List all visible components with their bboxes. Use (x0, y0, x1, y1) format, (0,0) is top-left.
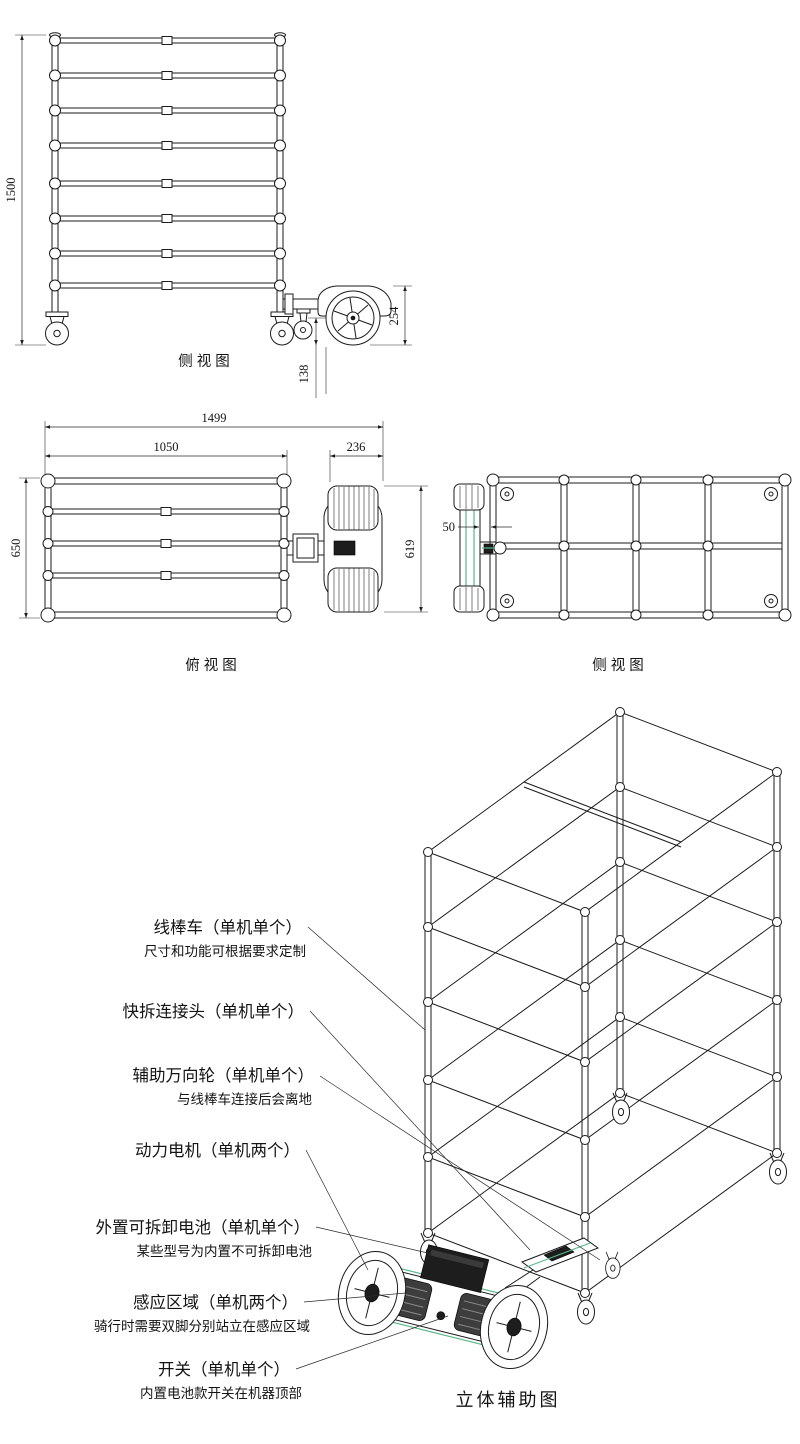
dim-619-label: 619 (403, 540, 417, 559)
iso-view: 线棒车（单机单个） 尺寸和功能可根据要求定制 快拆连接头（单机单个） 辅助万向轮… (94, 707, 787, 1410)
dim-50-label: 50 (443, 520, 456, 534)
dim-total-length: 1499 (44, 411, 384, 481)
coupler-pin (493, 541, 507, 555)
dim-254-label: 254 (387, 306, 401, 326)
callout-switch-title: 开关（单机单个） (158, 1360, 290, 1379)
side-view-caption: 侧视图 (178, 353, 234, 370)
callout-switch-sub: 内置电池款开关在机器顶部 (140, 1386, 302, 1401)
iso-hoverboard (337, 1244, 549, 1370)
dim-1050-label: 1050 (154, 440, 179, 454)
callout-coupler-title: 快拆连接头（单机单个） (123, 1002, 305, 1021)
motor-body-end (459, 495, 481, 601)
dim-ground-clearance: 138 (297, 317, 327, 398)
dim-138-label: 138 (297, 365, 311, 384)
drive-unit-side (283, 285, 392, 346)
callout-battery-title: 外置可拆卸电池（单机单个） (96, 1218, 311, 1237)
dim-rack-length: 1050 (45, 440, 288, 474)
dim-1500-label: 1500 (4, 178, 18, 203)
dim-motor-length: 236 (329, 440, 383, 482)
drive-wheel-right (479, 1284, 549, 1370)
dim-overall-height: 1500 (4, 34, 46, 346)
callout-sensor-sub: 骑行时需要双脚分别站立在感应区域 (94, 1318, 310, 1334)
dim-rack-width: 650 (9, 477, 40, 619)
dim-236-label: 236 (347, 440, 366, 454)
end-view-caption: 侧视图 (592, 657, 648, 674)
drive-unit-top (287, 485, 383, 613)
callout-caster-sub: 与线棒车连接后会离地 (177, 1091, 312, 1107)
dim-1499-label: 1499 (202, 411, 227, 425)
callout-cart-title: 线棒车（单机单个） (154, 918, 303, 937)
rack-frame-side (45, 32, 294, 346)
top-view: 1499 1050 236 650 619 俯视图 (9, 411, 428, 674)
top-view-caption: 俯视图 (185, 657, 241, 674)
iso-callouts: 线棒车（单机单个） 尺寸和功能可根据要求定制 快拆连接头（单机单个） 辅助万向轮… (94, 918, 601, 1401)
dim-gap: 50 (443, 520, 512, 534)
drive-wheel-left (337, 1250, 407, 1336)
side-view: 1500 254 138 侧视图 (4, 32, 412, 398)
rack-frame-end (486, 473, 792, 622)
callout-sensor-title: 感应区域（单机两个） (133, 1293, 298, 1312)
end-view: 50 侧视图 (443, 473, 792, 674)
dim-motor-width: 619 (384, 485, 428, 613)
rack-frame-top (40, 473, 292, 623)
callout-cart-sub: 尺寸和功能可根据要求定制 (144, 944, 306, 959)
dim-unit-height: 254 (370, 285, 412, 346)
callout-motor-title: 动力电机（单机两个） (135, 1141, 300, 1160)
iso-rack (420, 707, 787, 1325)
drive-unit-end (453, 483, 507, 613)
dim-650-label: 650 (9, 539, 23, 558)
iso-view-caption: 立体辅助图 (456, 1390, 561, 1410)
callout-caster-title: 辅助万向轮（单机单个） (133, 1066, 315, 1085)
callout-battery-sub: 某些型号为内置不可拆卸电池 (137, 1244, 313, 1259)
aux-caster-iso (605, 1251, 621, 1279)
